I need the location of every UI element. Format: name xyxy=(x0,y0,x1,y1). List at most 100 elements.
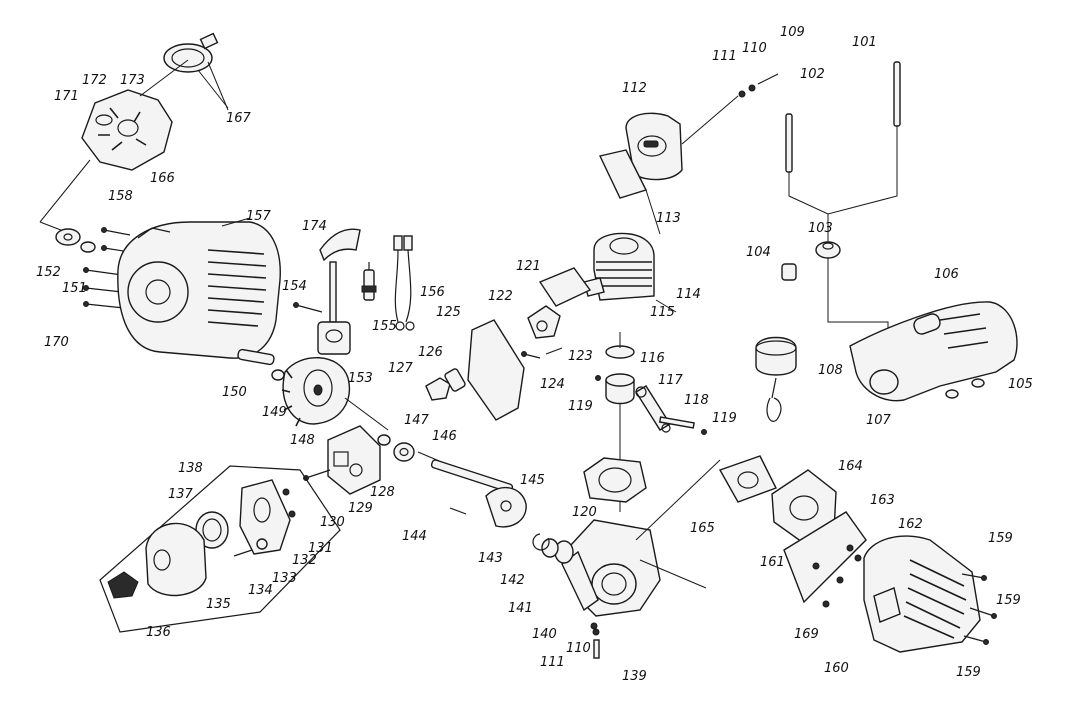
label-102: 102 xyxy=(800,67,825,82)
bottom-screws xyxy=(590,622,600,659)
label-101: 101 xyxy=(852,35,877,50)
spark-plug xyxy=(361,262,377,301)
cylinder xyxy=(583,232,655,301)
label-163: 163 xyxy=(870,493,895,508)
label-167: 167 xyxy=(226,111,252,126)
label-136: 136 xyxy=(146,625,171,640)
pin-150 xyxy=(237,348,285,381)
label-159-bottom: 159 xyxy=(956,665,981,680)
label-124: 124 xyxy=(540,377,565,392)
intake-parts xyxy=(467,267,592,421)
label-122: 122 xyxy=(488,289,513,304)
label-159-mid: 159 xyxy=(996,593,1021,608)
label-170: 170 xyxy=(44,335,69,350)
label-143: 143 xyxy=(478,551,503,566)
label-165: 165 xyxy=(690,521,715,536)
label-119-right: 119 xyxy=(712,411,737,426)
label-140: 140 xyxy=(532,627,557,642)
label-157: 157 xyxy=(246,209,272,224)
label-145: 145 xyxy=(520,473,545,488)
label-106: 106 xyxy=(934,267,959,282)
label-151: 151 xyxy=(62,281,87,296)
label-113: 113 xyxy=(656,211,681,226)
label-146: 146 xyxy=(432,429,457,444)
label-142: 142 xyxy=(500,573,525,588)
clutch-cover xyxy=(863,535,997,653)
label-160: 160 xyxy=(824,661,849,676)
label-130: 130 xyxy=(320,515,345,530)
label-152: 152 xyxy=(36,265,61,280)
switch-wires xyxy=(393,235,415,331)
label-125: 125 xyxy=(436,305,461,320)
piston-assembly xyxy=(595,345,707,435)
label-147: 147 xyxy=(404,413,430,428)
fuel-lines xyxy=(781,61,901,352)
label-148: 148 xyxy=(290,433,315,448)
label-149: 149 xyxy=(262,405,287,420)
label-161: 161 xyxy=(760,555,785,570)
starter-plate xyxy=(39,59,189,233)
label-135: 135 xyxy=(206,597,231,612)
label-138: 138 xyxy=(178,461,203,476)
label-172: 172 xyxy=(82,73,107,88)
label-103: 103 xyxy=(808,221,833,236)
label-156: 156 xyxy=(420,285,445,300)
label-128: 128 xyxy=(370,485,395,500)
flywheel xyxy=(281,357,389,431)
label-144: 144 xyxy=(402,529,427,544)
label-174: 174 xyxy=(302,219,327,234)
label-116: 116 xyxy=(640,351,665,366)
label-123: 123 xyxy=(568,349,593,364)
crankshaft xyxy=(430,459,527,528)
small-parts xyxy=(377,368,485,481)
part-labels: 101 102 103 104 105 106 107 108 109 110 … xyxy=(36,25,1033,684)
label-126: 126 xyxy=(418,345,443,360)
label-164: 164 xyxy=(838,459,863,474)
label-162: 162 xyxy=(898,517,923,532)
base-gasket xyxy=(583,457,647,503)
label-111-bottom: 111 xyxy=(540,655,565,670)
label-105: 105 xyxy=(1008,377,1033,392)
label-109: 109 xyxy=(780,25,805,40)
label-171: 171 xyxy=(54,89,79,104)
label-169: 169 xyxy=(794,627,819,642)
label-131: 131 xyxy=(308,541,333,556)
label-114: 114 xyxy=(676,287,701,302)
label-153: 153 xyxy=(348,371,373,386)
starter-pulley xyxy=(163,32,229,109)
label-137: 137 xyxy=(168,487,194,502)
air-filter-assembly xyxy=(99,465,341,633)
label-150: 150 xyxy=(222,385,247,400)
washers-152-151 xyxy=(55,228,96,253)
label-111-top: 111 xyxy=(712,49,737,64)
ignition-coil xyxy=(293,228,361,355)
label-112: 112 xyxy=(622,81,647,96)
label-134: 134 xyxy=(248,583,273,598)
label-104: 104 xyxy=(746,245,771,260)
fuel-tank xyxy=(755,301,1018,422)
label-120: 120 xyxy=(572,505,597,520)
label-118: 118 xyxy=(684,393,709,408)
label-132: 132 xyxy=(292,553,317,568)
label-117: 117 xyxy=(658,373,684,388)
label-141: 141 xyxy=(508,601,533,616)
label-129: 129 xyxy=(348,501,373,516)
leader-lines xyxy=(207,61,677,348)
clutch-side-parts xyxy=(718,455,867,608)
label-127: 127 xyxy=(388,361,414,376)
label-158: 158 xyxy=(108,189,133,204)
crankcase xyxy=(561,400,721,617)
label-159-top: 159 xyxy=(988,531,1013,546)
label-110-top: 110 xyxy=(742,41,767,56)
label-155: 155 xyxy=(372,319,397,334)
label-139: 139 xyxy=(622,669,647,684)
label-119-left: 119 xyxy=(568,399,593,414)
label-110-bottom: 110 xyxy=(566,641,591,656)
carburetor xyxy=(303,425,381,495)
fan-housing xyxy=(117,221,281,359)
label-133: 133 xyxy=(272,571,297,586)
label-107: 107 xyxy=(866,413,892,428)
bearings-141-143 xyxy=(532,533,574,564)
